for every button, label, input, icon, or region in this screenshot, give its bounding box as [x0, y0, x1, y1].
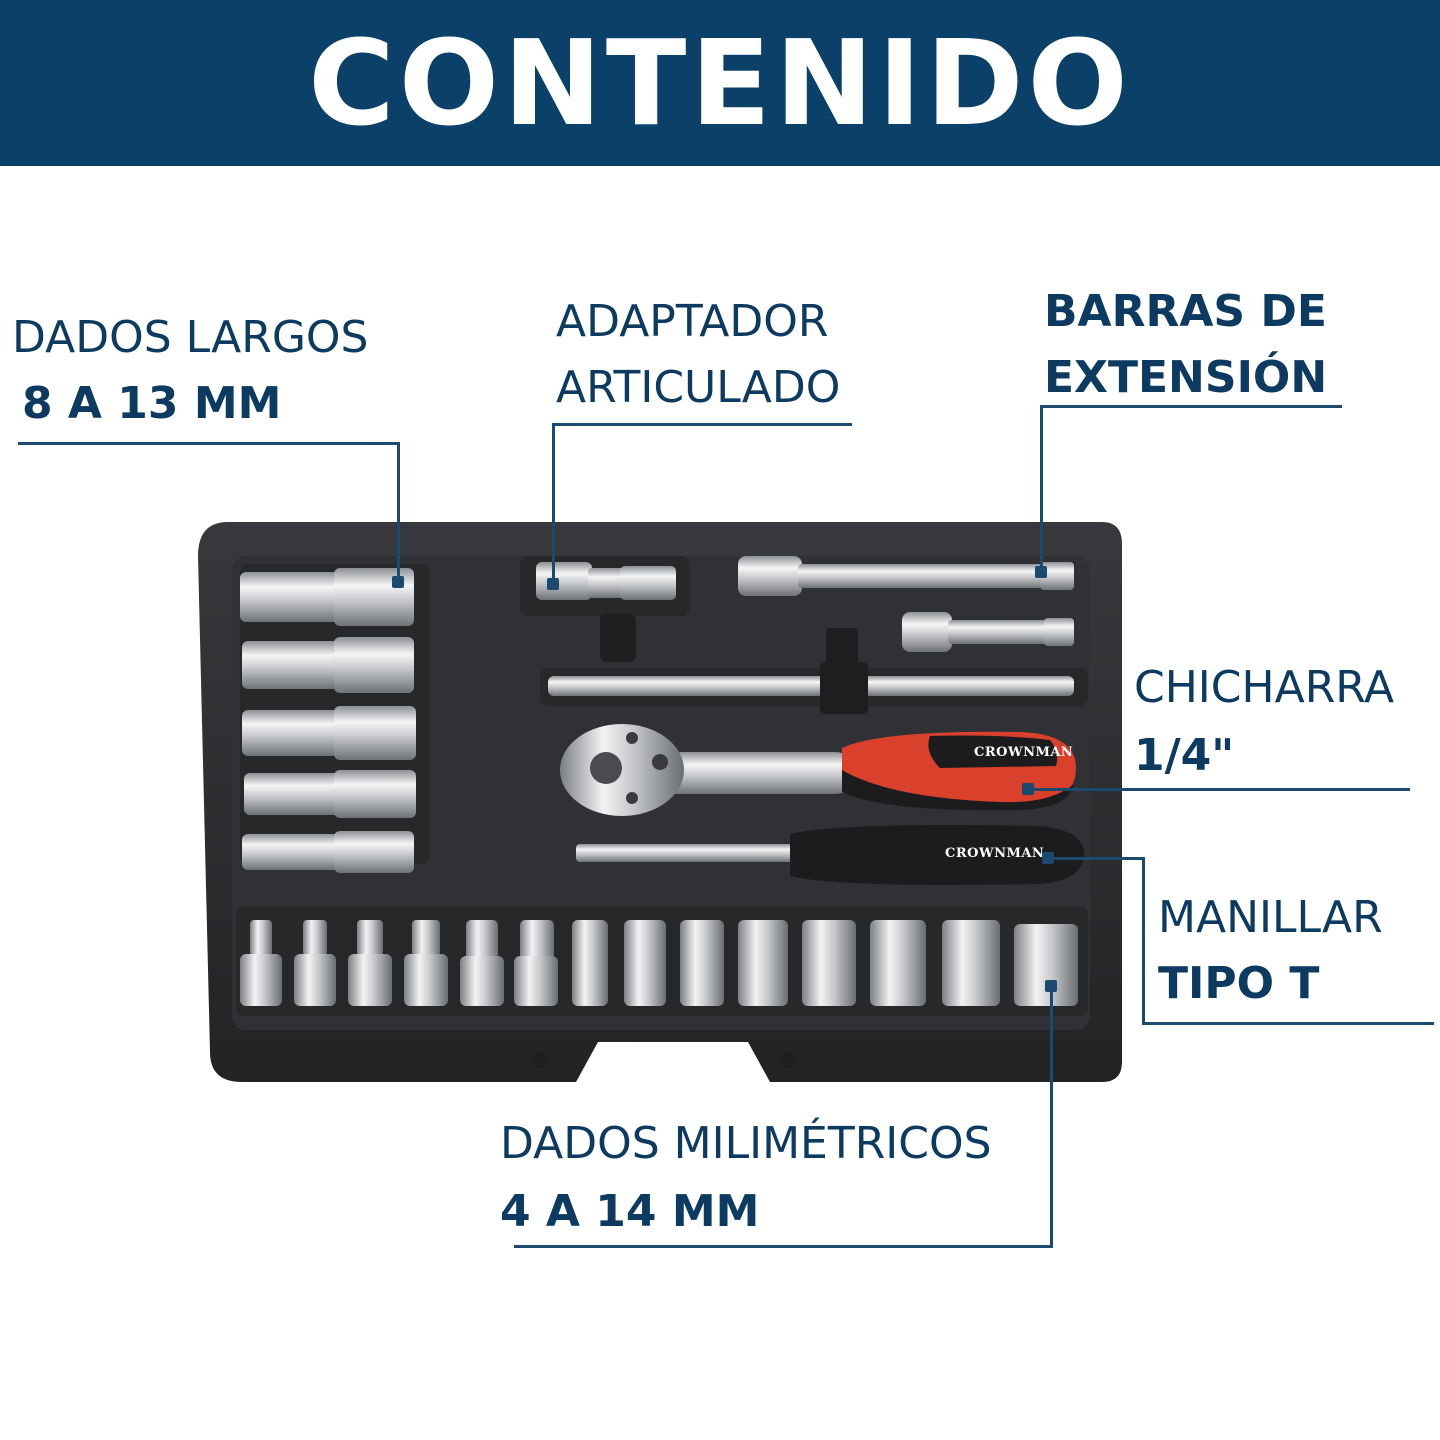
label-adaptador-subtitle: ARTICULADO — [556, 362, 841, 413]
label-manillar-title: MANILLAR — [1158, 892, 1383, 943]
sliding-t-bar — [548, 628, 1074, 714]
leader-line-chicharra-h — [1028, 788, 1410, 791]
leader-line-manillar-h1 — [1048, 857, 1144, 860]
label-milimetricos-title: DADOS MILIMÉTRICOS — [500, 1118, 992, 1169]
universal-joint-adapter — [536, 562, 676, 600]
leader-dot-dados-largos — [392, 576, 404, 588]
leader-dot-milimetricos — [1045, 980, 1057, 992]
leader-line-barras-h — [1040, 405, 1342, 408]
leader-line-adaptador-v — [552, 423, 555, 583]
leader-line-dados-largos-h — [18, 442, 400, 445]
leader-line-manillar-h2 — [1142, 1022, 1434, 1025]
label-adaptador-title: ADAPTADOR — [556, 296, 829, 347]
svg-text:CROWNMAN: CROWNMAN — [945, 846, 1044, 861]
label-barras-title: BARRAS DE — [1044, 286, 1327, 337]
label-barras-subtitle: EXTENSIÓN — [1044, 352, 1328, 403]
leader-line-milimetricos-h — [514, 1245, 1053, 1248]
label-chicharra-size: 1/4" — [1134, 730, 1235, 781]
label-manillar-type: TIPO T — [1158, 958, 1320, 1009]
label-chicharra-title: CHICHARRA — [1134, 662, 1395, 713]
leader-line-milimetricos-v — [1050, 984, 1053, 1248]
t-handle: CROWNMAN — [576, 825, 1084, 885]
leader-line-manillar-v — [1142, 857, 1145, 1025]
leader-dot-adaptador — [547, 578, 559, 590]
header-banner — [0, 0, 1440, 166]
leader-dot-manillar — [1042, 852, 1054, 864]
label-dados-largos-size: 8 A 13 MM — [22, 378, 282, 429]
leader-dot-barras — [1035, 566, 1047, 578]
leader-dot-chicharra — [1022, 783, 1034, 795]
label-dados-largos-title: DADOS LARGOS — [12, 312, 369, 363]
page-title: CONTENIDO — [308, 14, 1132, 152]
label-milimetricos-size: 4 A 14 MM — [500, 1186, 760, 1237]
leader-line-dados-largos-v — [397, 442, 400, 580]
leader-line-adaptador-h — [552, 423, 852, 426]
ratchet: CROWNMAN — [560, 724, 1076, 816]
extension-bars — [738, 556, 1074, 652]
svg-text:CROWNMAN: CROWNMAN — [974, 745, 1073, 760]
long-sockets — [240, 568, 416, 873]
short-sockets — [240, 920, 1078, 1006]
leader-line-barras-v — [1040, 405, 1043, 571]
